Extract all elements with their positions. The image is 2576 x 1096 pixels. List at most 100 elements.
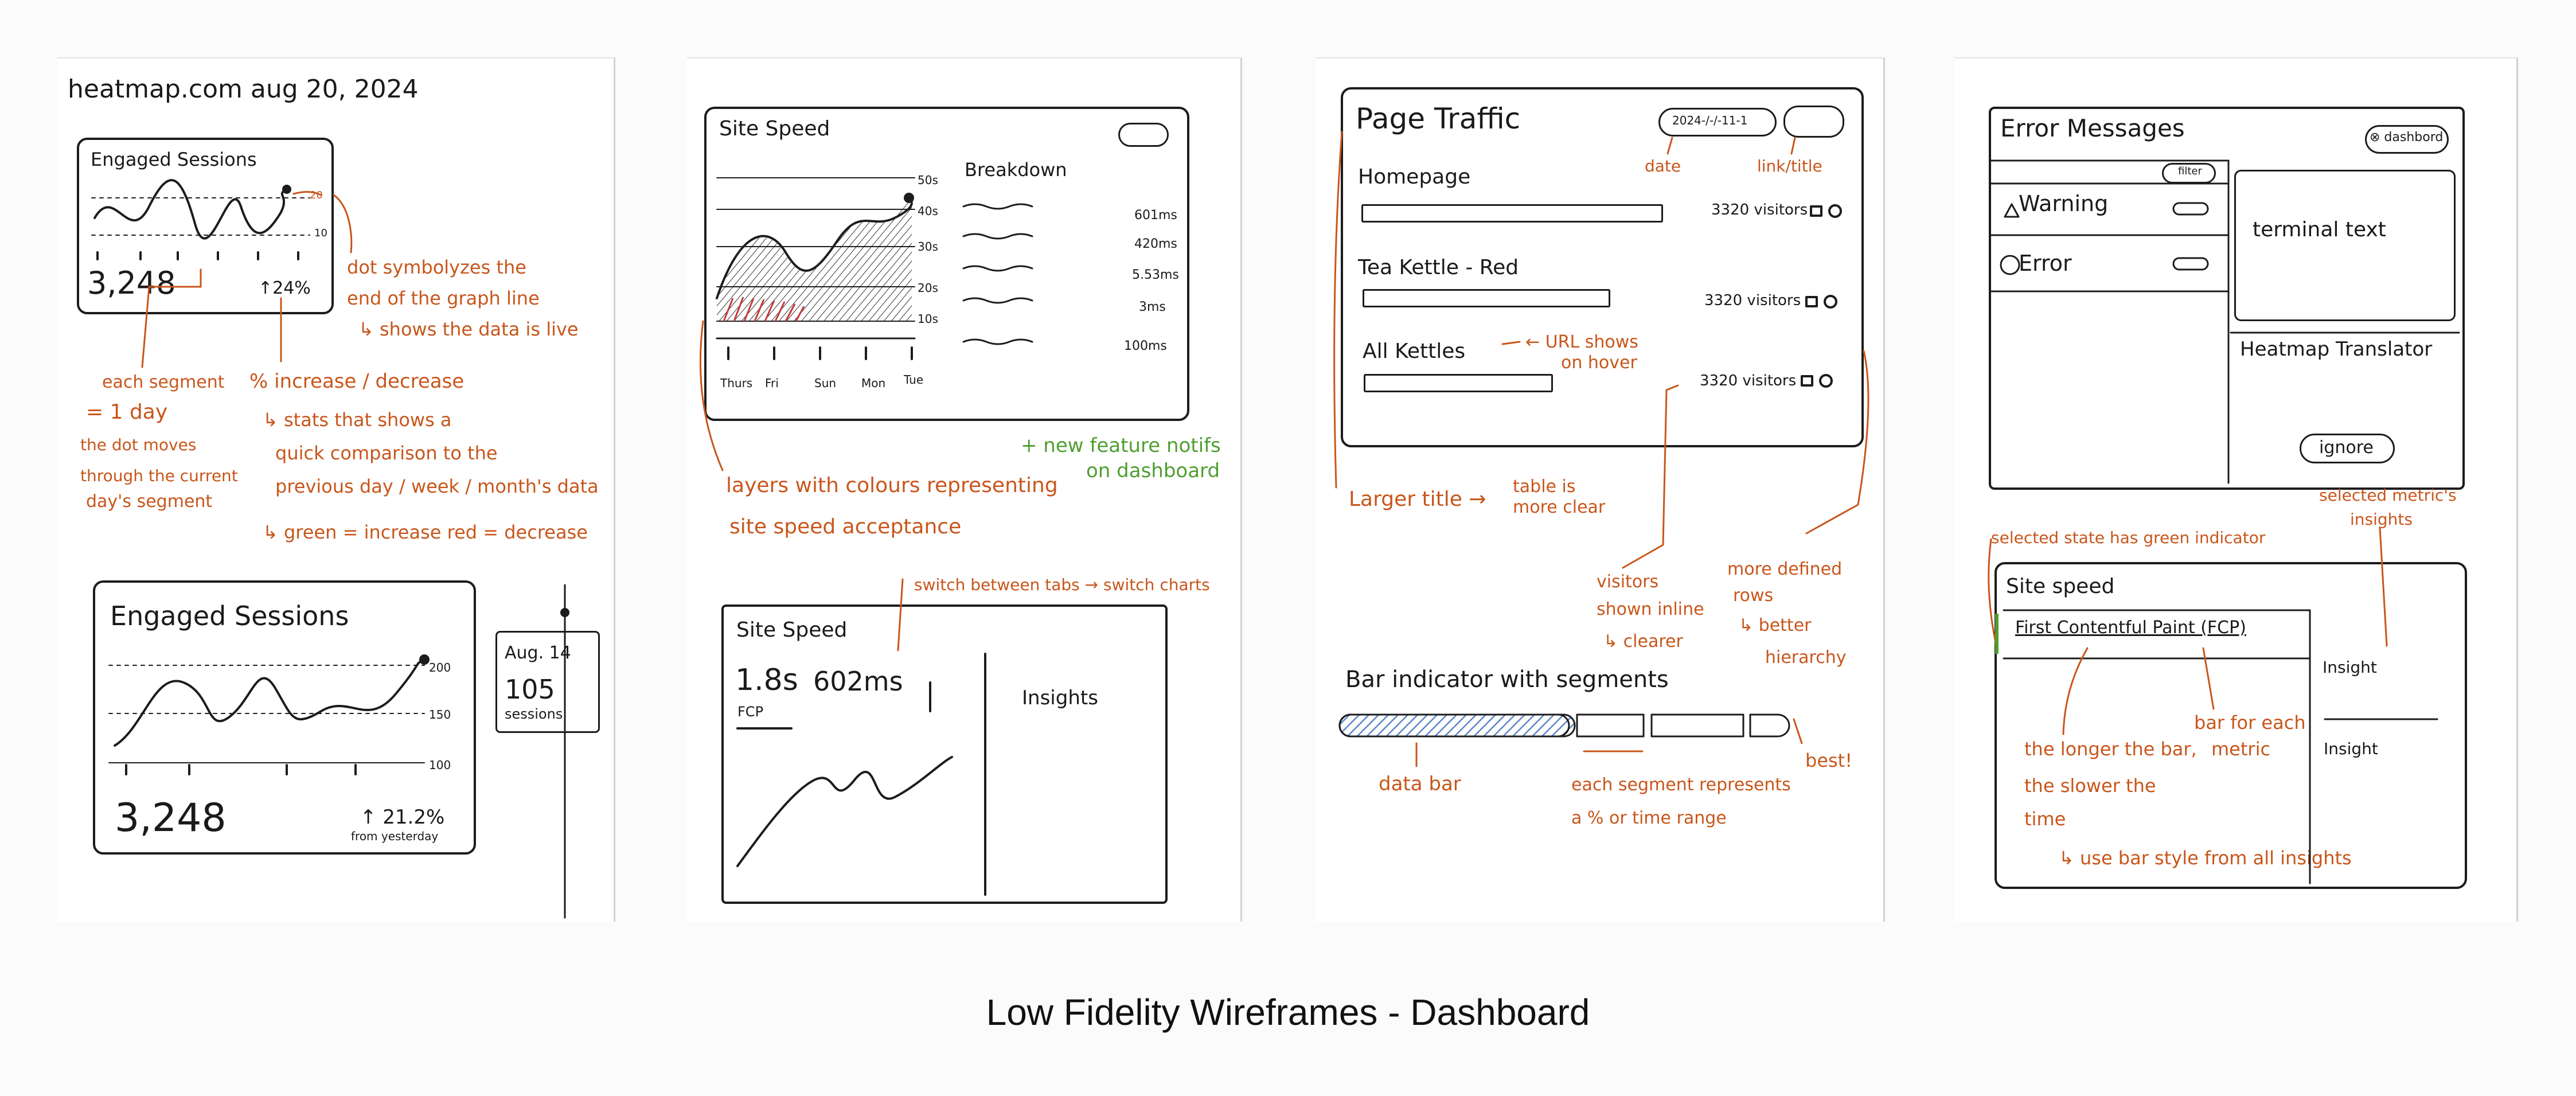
note-selected-metric-line2: insights: [2350, 510, 2413, 529]
note-dot-line3: ↳ shows the data is live: [358, 318, 579, 340]
note-pct-line3: quick comparison to the: [275, 442, 498, 464]
y-tick-20s: 20s: [918, 281, 938, 295]
note-rows-line1: more defined: [1727, 559, 1843, 579]
row-homepage-bar: [1361, 204, 1663, 223]
note-segment-line2: = 1 day: [86, 400, 168, 424]
note-new-feature-line1: + new feature notifs: [1021, 434, 1221, 457]
breakdown-value-2: 420ms: [1134, 237, 1177, 251]
y-tick-30s: 30s: [918, 240, 938, 253]
y-tick-40s: 40s: [918, 204, 938, 218]
site-speed-title: Site Speed: [719, 117, 830, 141]
note-rows-line4: hierarchy: [1765, 648, 1847, 668]
note-larger-title: Larger title →: [1349, 487, 1486, 511]
metric-fcp-row[interactable]: First Contentful Paint (FCP): [2015, 618, 2246, 638]
dashboard-button-label: ⊗ dashbord: [2370, 130, 2444, 145]
note-layers-line2: site speed acceptance: [729, 515, 962, 539]
note-switch-tabs: switch between tabs → switch charts: [914, 575, 1210, 594]
insights-label: Insights: [1022, 687, 1098, 709]
engaged-sessions-change: ↑24%: [258, 278, 311, 298]
engaged-sessions-value: 3,248: [87, 265, 176, 301]
note-each-segment-line1: each segment represents: [1571, 775, 1791, 795]
note-longer-line1: the longer the bar,: [2024, 738, 2197, 760]
breakdown-value-5: 100ms: [1124, 339, 1167, 353]
note-table-line1: table is: [1513, 477, 1576, 497]
x-tick-fri: Fri: [765, 376, 779, 390]
note-visitors-line2: shown inline: [1597, 599, 1704, 619]
engaged-sessions-large-title: Engaged Sessions: [110, 600, 349, 631]
filter-button-label: filter: [2178, 165, 2202, 177]
note-rows-line3: ↳ better: [1739, 615, 1812, 635]
note-selected-state: selected state has green indicator: [1991, 528, 2266, 547]
x-tick-thurs: Thurs: [720, 376, 753, 390]
bar-indicator-title: Bar indicator with segments: [1345, 666, 1669, 693]
engaged-sessions-large-value: 3,248: [115, 795, 227, 841]
tab-fcp-value[interactable]: 1.8s: [735, 663, 798, 697]
row-tea-kettle-bar: [1363, 289, 1610, 307]
breakdown-value-4: 3ms: [1139, 300, 1166, 314]
note-link-title: link/title: [1757, 157, 1822, 175]
error-label[interactable]: Error: [2019, 251, 2072, 276]
tooltip-unit: sessions: [505, 706, 563, 722]
note-pct-line4: previous day / week / month's data: [275, 475, 599, 497]
row-all-kettles-visitors: 3320 visitors: [1700, 372, 1797, 389]
page-traffic-title: Page Traffic: [1356, 102, 1521, 135]
engaged-sessions-title: Engaged Sessions: [91, 149, 257, 170]
link-title-toggle[interactable]: [1783, 106, 1844, 138]
note-visitors-line3: ↳ clearer: [1603, 631, 1683, 652]
heatmap-translator-title: Heatmap Translator: [2240, 338, 2433, 361]
y-tick-50s: 50s: [918, 173, 938, 187]
tick-label-20: 20: [310, 189, 323, 201]
note-pct-line2: ↳ stats that shows a: [263, 409, 452, 431]
tab-second-value[interactable]: 602ms: [813, 666, 903, 697]
tooltip-value: 105: [505, 674, 555, 705]
row-tea-kettle-name[interactable]: Tea Kettle - Red: [1358, 256, 1519, 279]
note-segment-line1: each segment: [102, 372, 225, 392]
site-speed-card: [704, 107, 1189, 421]
breakdown-value-1: 601ms: [1134, 208, 1177, 223]
tick-label-150: 150: [429, 708, 451, 721]
note-segment-line4: through the current: [80, 466, 238, 485]
insight-label-1: Insight: [2323, 658, 2377, 677]
note-bar-each-line1: bar for each: [2194, 712, 2306, 734]
error-messages-title: Error Messages: [2000, 114, 2185, 142]
note-longer-line2: the slower the: [2024, 775, 2156, 797]
note-url-line1: ← URL shows: [1525, 332, 1638, 352]
date-picker[interactable]: [1658, 108, 1777, 136]
note-best: best!: [1805, 750, 1853, 771]
tick-label-200: 200: [429, 661, 451, 674]
warning-label[interactable]: Warning: [2019, 191, 2109, 216]
tab-fcp-label: FCP: [737, 704, 764, 720]
wireframe-sheet-3: [1316, 57, 1885, 922]
x-tick-sun: Sun: [814, 376, 837, 390]
date-picker-text: 2024-/-/-11-1: [1672, 114, 1748, 127]
row-homepage-name[interactable]: Homepage: [1358, 165, 1471, 189]
tick-label-100: 100: [429, 758, 451, 772]
row-all-kettles-name[interactable]: All Kettles: [1363, 340, 1466, 363]
note-pct-line1: % increase / decrease: [249, 370, 465, 393]
note-longer-line3: time: [2024, 808, 2066, 830]
site-speed-metric-title: Site speed: [2006, 575, 2115, 598]
breakdown-value-3: 5.53ms: [1132, 268, 1179, 282]
note-visitors-line1: visitors: [1597, 572, 1659, 592]
engaged-sessions-card-large: [93, 580, 476, 855]
note-data-bar: data bar: [1379, 773, 1461, 795]
sheet1-header: heatmap.com aug 20, 2024: [68, 75, 419, 104]
note-rows-line2: rows: [1733, 586, 1774, 606]
hover-tooltip: [495, 631, 600, 733]
x-tick-mon: Mon: [861, 376, 886, 390]
ignore-button-label: ignore: [2319, 438, 2374, 458]
note-new-feature-line2: on dashboard: [1086, 459, 1220, 482]
note-segment-line5: day's segment: [86, 492, 213, 512]
note-layers-line1: layers with colours representing: [726, 474, 1058, 497]
dashboard-button[interactable]: [2365, 125, 2449, 154]
row-tea-kettle-visitors: 3320 visitors: [1704, 292, 1801, 309]
note-dot-line2: end of the graph line: [347, 287, 540, 309]
engaged-sessions-large-change: ↑ 21.2%: [360, 806, 445, 829]
note-date: date: [1645, 157, 1681, 175]
card-menu-pill[interactable]: [1118, 123, 1169, 147]
figure-caption: Low Fidelity Wireframes - Dashboard: [986, 992, 1590, 1033]
note-dot-line1: dot symbolyzes the: [347, 256, 526, 278]
tick-label-10: 10: [314, 227, 327, 239]
ignore-button[interactable]: [2300, 434, 2395, 463]
site-speed-tabs-title: Site Speed: [736, 618, 848, 642]
